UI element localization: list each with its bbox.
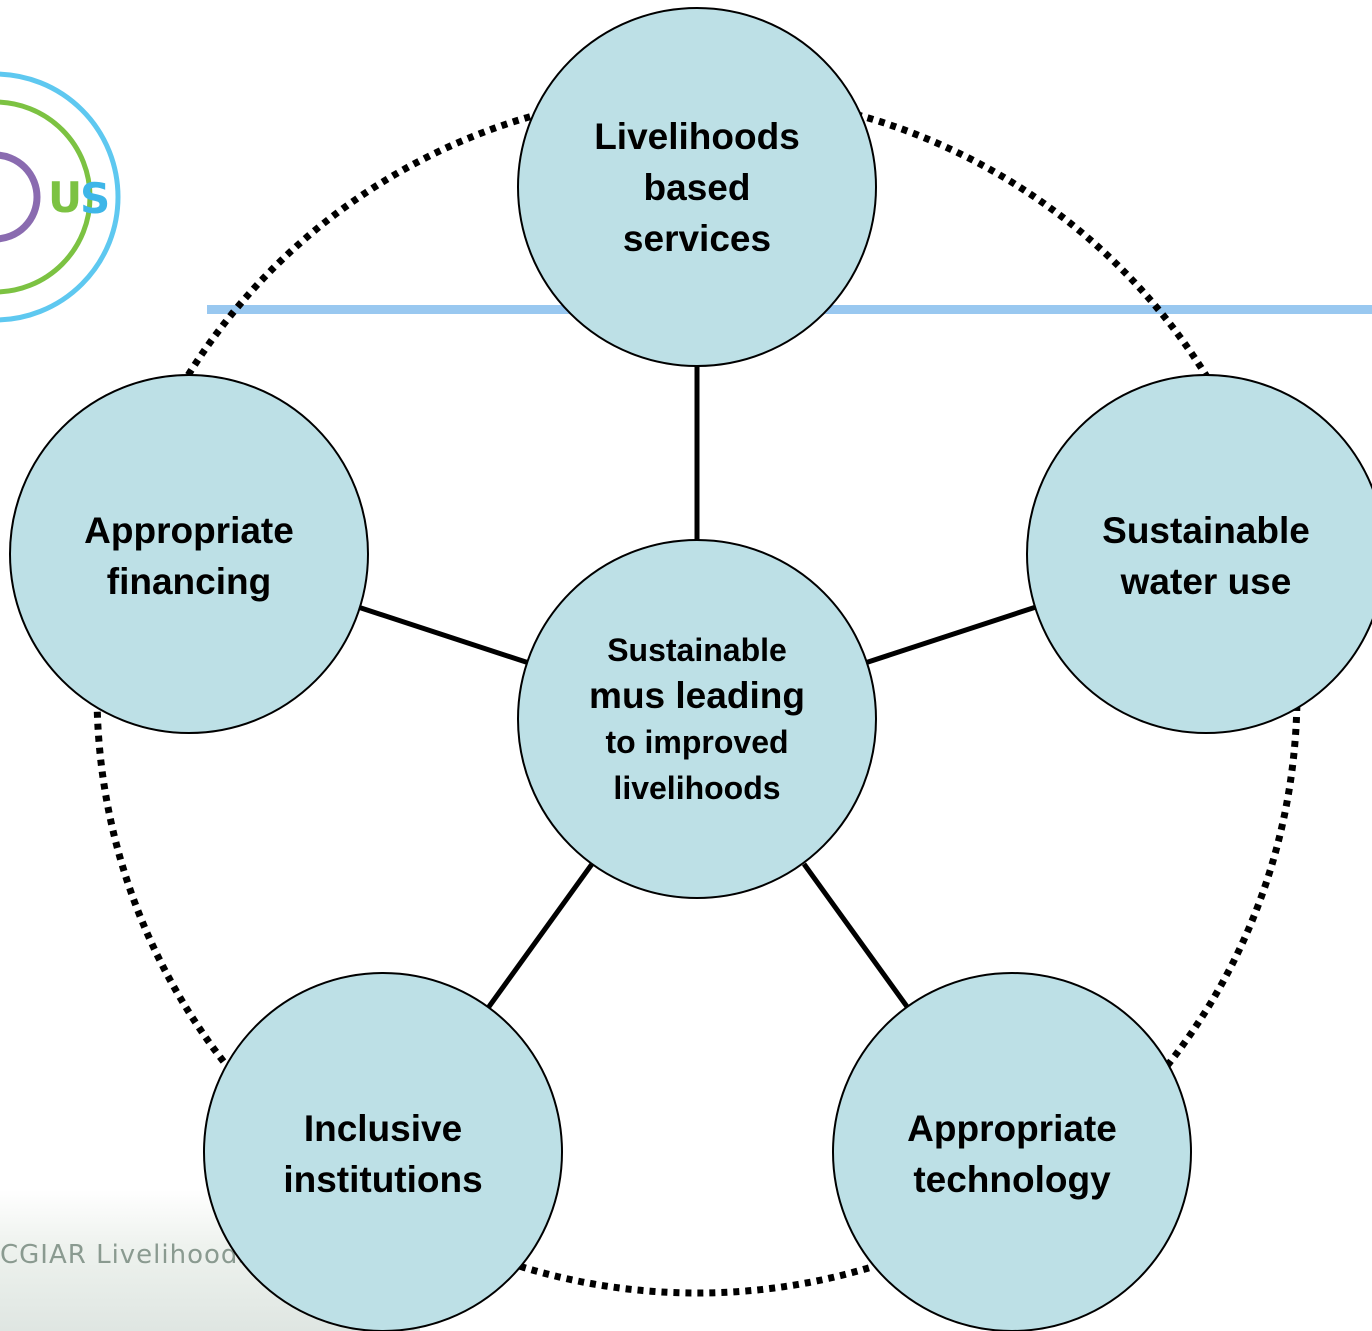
- node-circle-right: [1026, 374, 1372, 734]
- node-bottom-right-line-2: technology: [913, 1159, 1111, 1200]
- node-center-line-1: Sustainable: [607, 632, 787, 668]
- logo-letter-u: U: [48, 173, 82, 222]
- node-left-label: Appropriate financing: [29, 496, 349, 616]
- node-center-line-3: to improved: [605, 724, 789, 760]
- node-circle-bottom-left: [203, 972, 563, 1331]
- node-top-line-2: based: [643, 166, 751, 208]
- node-circle-top: [517, 7, 877, 367]
- node-right-line-1: Sustainable: [1102, 510, 1310, 551]
- spoke-bottom-right: [801, 862, 911, 1010]
- node-bottom-left-line-1: Inclusive: [303, 1108, 463, 1149]
- mus-logo-icon: U S: [0, 71, 121, 323]
- node-circle-left: [9, 374, 369, 734]
- spokes: [357, 363, 1037, 1010]
- node-top-line-1: Livelihoods: [594, 115, 800, 157]
- node-center-label: Sustainable mus leading to improved live…: [547, 624, 847, 814]
- node-bottom-right-line-1: Appropriate: [907, 1108, 1117, 1149]
- node-right-label: Sustainable water use: [1046, 496, 1366, 616]
- spoke-left: [357, 604, 530, 666]
- node-bottom-right-label: Appropriate technology: [852, 1094, 1172, 1214]
- node-left-line-2: financing: [106, 561, 272, 602]
- node-top-line-3: services: [622, 217, 772, 259]
- node-circle-center: [517, 539, 877, 899]
- spoke-bottom-left: [485, 862, 595, 1010]
- node-circle-bottom-right: [832, 972, 1192, 1331]
- node-right-line-2: water use: [1120, 561, 1292, 602]
- node-bottom-left-line-2: institutions: [283, 1159, 483, 1200]
- node-left-line-1: Appropriate: [84, 510, 294, 551]
- logo-inner-ring: [0, 99, 93, 295]
- spoke-right: [864, 604, 1037, 666]
- logo-letter-s: S: [80, 174, 110, 223]
- logo-outer-ring: [0, 71, 121, 323]
- logo-purple-ring: [0, 151, 41, 243]
- node-top-label: Livelihoods based services: [547, 97, 847, 277]
- node-center-line-4: livelihoods: [613, 770, 781, 806]
- node-center-line-2: mus leading: [589, 675, 805, 716]
- footer-logo-text: CGIAR Livelihoods: [0, 1240, 253, 1270]
- node-bottom-left-label: Inclusive institutions: [223, 1094, 543, 1214]
